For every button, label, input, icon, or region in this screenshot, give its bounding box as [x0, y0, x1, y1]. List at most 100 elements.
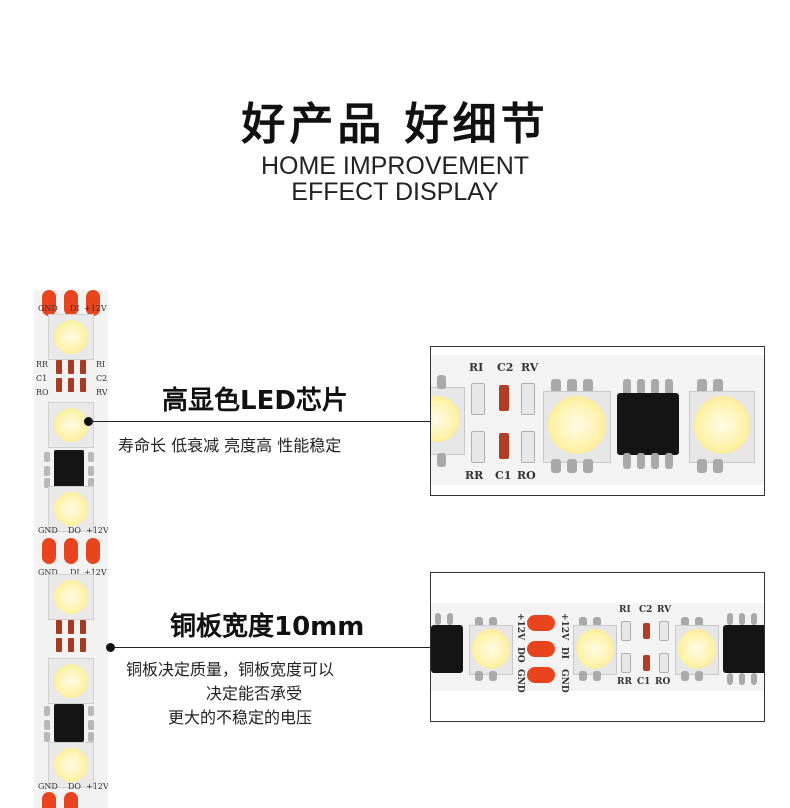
resistor [621, 621, 631, 641]
led-chip [469, 625, 513, 675]
led-chip [48, 314, 94, 360]
resistor [80, 620, 86, 634]
label-di: DI [70, 304, 80, 313]
resistor [471, 431, 485, 463]
resistor [471, 383, 485, 415]
ic-chip [54, 704, 84, 742]
label-di: DI [559, 647, 569, 660]
label-c2: C2 [639, 605, 653, 615]
solder-pad [42, 792, 56, 808]
solder-pad [64, 290, 78, 316]
label-rr: RR [617, 677, 632, 687]
resistor [68, 378, 74, 392]
zoom-detail-led-chip: RI C2 RV RR C1 RO [430, 346, 765, 496]
label-rv: RV [96, 388, 108, 397]
label-gnd: GND [515, 669, 525, 693]
label-c1: C1 [637, 677, 651, 687]
resistor [499, 433, 509, 459]
led-chip [48, 402, 94, 448]
ic-chip [723, 625, 764, 673]
label-do: DO [515, 647, 525, 663]
callout2-title: 铜板宽度10mm [170, 612, 365, 642]
callout2-description-line2: 决定能否承受 [206, 684, 303, 703]
label-c2: C2 [96, 374, 108, 383]
solder-pad [42, 538, 56, 564]
solder-pad [86, 290, 100, 316]
resistor [56, 620, 62, 634]
resistor [68, 638, 74, 652]
label-ro: RO [36, 388, 49, 397]
solder-pad [527, 615, 555, 631]
page-title: 好产品 好细节 [241, 99, 549, 150]
callout1-title: 高显色LED芯片 [162, 386, 348, 416]
label-gnd: GND [38, 304, 58, 313]
label-do: DO [68, 782, 81, 791]
resistor [643, 623, 650, 639]
led-chip [48, 742, 94, 788]
ic-chip [617, 393, 679, 455]
resistor [68, 360, 74, 374]
label-ro: RO [655, 677, 671, 687]
label-gnd: GND [38, 568, 58, 577]
resistor [643, 655, 650, 671]
led-chip [573, 625, 617, 675]
label-gnd: GND [38, 782, 58, 791]
label-12v: +12V [84, 568, 107, 577]
ic-chip [54, 450, 84, 488]
label-gnd: GND [559, 669, 569, 693]
resistor [521, 383, 535, 415]
resistor [80, 378, 86, 392]
resistor [659, 653, 669, 673]
solder-pad [86, 538, 100, 564]
label-rr: RR [36, 360, 49, 369]
resistor [68, 620, 74, 634]
callout-line [90, 421, 430, 422]
led-chip [675, 625, 719, 675]
solder-pad [42, 290, 56, 316]
label-rv: RV [521, 361, 539, 374]
label-12v: +12V [515, 613, 525, 641]
solder-pad [64, 538, 78, 564]
callout-dot [84, 417, 93, 426]
led-chip [48, 486, 94, 532]
label-ri: RI [619, 605, 631, 615]
resistor [80, 360, 86, 374]
led-chip [689, 391, 755, 463]
resistor [659, 621, 669, 641]
led-chip [48, 658, 94, 704]
resistor [621, 653, 631, 673]
zoom-detail-copper-width: +12V DO GND +12V DI GND RI C2 RV RR C1 R… [430, 572, 765, 722]
label-12v: +12V [86, 782, 108, 791]
page-subtitle-line2: EFFECT DISPLAY [291, 178, 499, 206]
label-di: DI [70, 568, 80, 577]
led-strip-image: GND DI +12V RR C1 RO RI C2 RV GND DO +12… [34, 290, 108, 808]
resistor [80, 638, 86, 652]
resistor [499, 385, 509, 411]
resistor [521, 431, 535, 463]
solder-pad [527, 641, 555, 657]
label-12v: +12V [559, 613, 569, 641]
label-ri: RI [96, 360, 106, 369]
label-12v: +12V [84, 304, 107, 313]
resistor [56, 360, 62, 374]
callout-line [112, 647, 430, 648]
page-subtitle-line1: HOME IMPROVEMENT [260, 152, 530, 180]
label-ro: RO [517, 469, 536, 482]
label-rv: RV [657, 605, 672, 615]
callout2-description-line3: 更大的不稳定的电压 [168, 708, 313, 727]
solder-pad [527, 667, 555, 683]
label-c1: C1 [36, 374, 48, 383]
label-gnd: GND [38, 526, 58, 535]
label-ri: RI [469, 361, 484, 374]
label-do: DO [68, 526, 81, 535]
label-12v: +12V [86, 526, 108, 535]
resistor [56, 378, 62, 392]
callout1-description: 寿命长 低衰减 亮度高 性能稳定 [118, 436, 342, 455]
callout2-description-line1: 铜板决定质量，铜板宽度可以 [126, 660, 335, 679]
resistor [56, 638, 62, 652]
led-chip [543, 391, 611, 463]
label-c2: C2 [497, 361, 514, 374]
solder-pad [64, 792, 78, 808]
callout-dot [106, 643, 115, 652]
label-c1: C1 [495, 469, 512, 482]
